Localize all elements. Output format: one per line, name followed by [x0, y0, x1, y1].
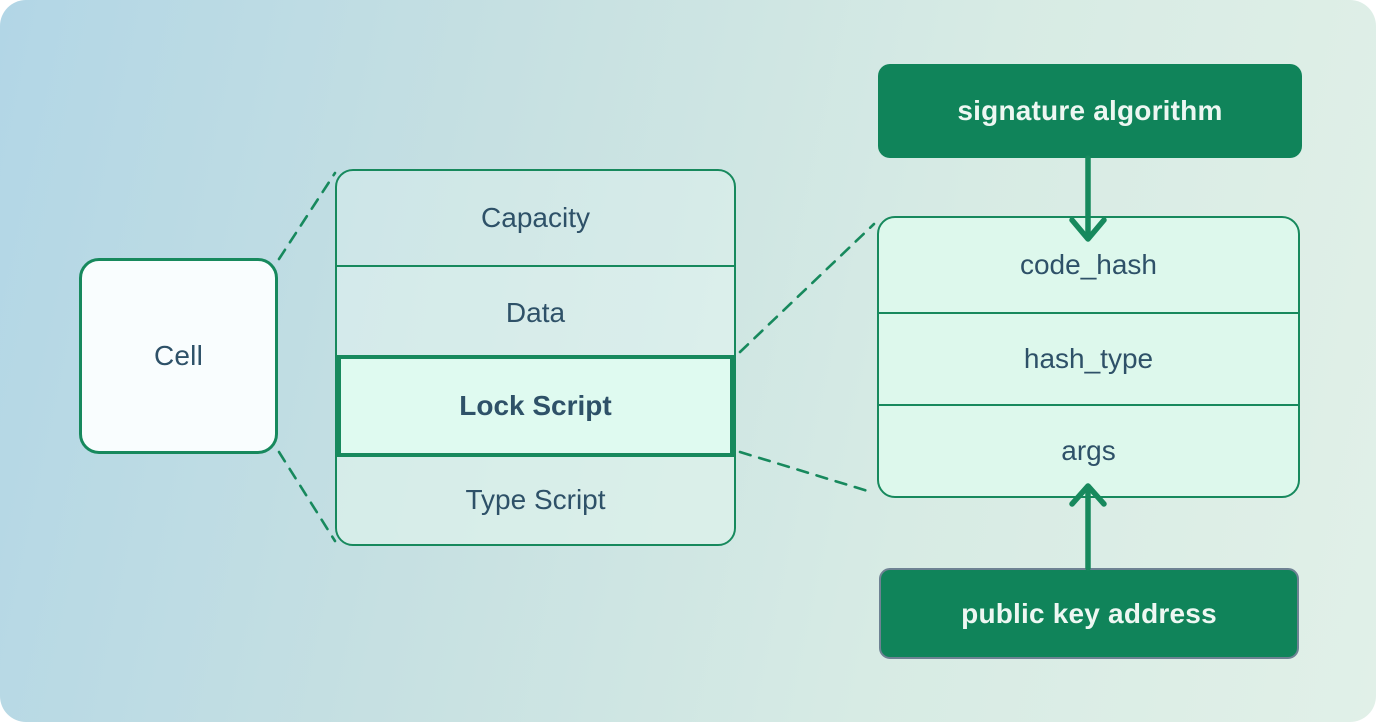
capacity-row: Capacity	[337, 171, 734, 265]
data-label: Data	[505, 297, 566, 328]
dashed-connector-cell-top	[277, 171, 337, 261]
dashed-connector-lock-bottom	[738, 450, 873, 494]
public-key-address-label: public key address	[961, 597, 1217, 629]
hash-type-label: hash_type	[1023, 343, 1154, 374]
signature-algorithm-label: signature algorithm	[957, 95, 1223, 126]
dashed-connector-cell-bottom	[277, 450, 337, 543]
public-key-address-box: public key address	[879, 568, 1299, 659]
lock-script-row: Lock Script	[337, 355, 734, 457]
arrow-up-icon	[1069, 483, 1107, 571]
type-script-row: Type Script	[337, 453, 734, 544]
cell-box: Cell	[79, 258, 278, 454]
signature-algorithm-box: signature algorithm	[878, 64, 1302, 158]
cell-label: Cell	[153, 340, 204, 371]
lock-script-label: Lock Script	[459, 390, 612, 421]
data-row: Data	[337, 265, 734, 359]
args-label: args	[1061, 435, 1116, 466]
hash-type-row: hash_type	[879, 312, 1298, 404]
type-script-label: Type Script	[465, 483, 606, 515]
code-hash-label: code_hash	[1019, 249, 1157, 280]
code-hash-row: code_hash	[879, 218, 1298, 312]
lock-script-detail-box: code_hash hash_type args	[877, 216, 1300, 498]
dashed-connector-lock-top	[738, 222, 876, 354]
cell-fields-box: Capacity Data Type Script Lock Script	[335, 169, 736, 546]
args-row: args	[879, 404, 1298, 496]
capacity-label: Capacity	[481, 202, 590, 233]
